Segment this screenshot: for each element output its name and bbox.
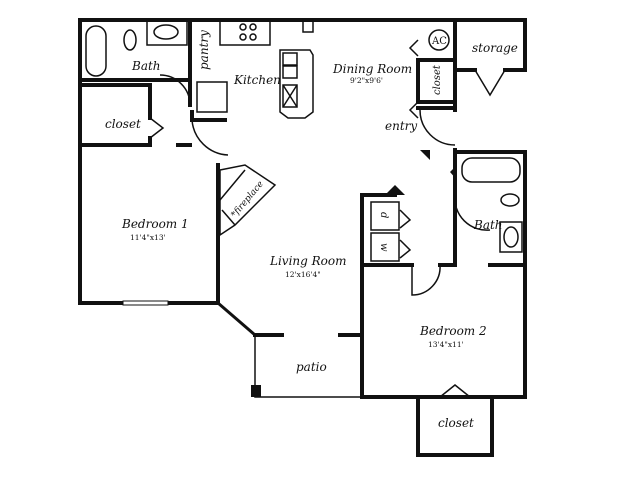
dryer-label: d (378, 212, 389, 218)
fixtures (85, 19, 523, 262)
dining-closet-label: closet (432, 64, 443, 95)
walls (78, 18, 527, 457)
patio-label: patio (296, 360, 327, 374)
living-room-size: 12'x16'4" (285, 270, 321, 279)
bedroom1-closet-label: closet (105, 117, 141, 131)
kitchen-label: Kitchen (233, 73, 281, 87)
bedroom1-label: Bedroom 1 (121, 217, 189, 231)
bath2-label: Bath (473, 218, 503, 232)
bedroom2-label: Bedroom 2 (419, 324, 487, 338)
storage-label: storage (472, 41, 518, 55)
ac-label: AC (431, 36, 447, 47)
bath1-label: Bath (131, 59, 161, 73)
bedroom1-size: 11'4"x13' (130, 233, 166, 242)
washer-label: w (378, 243, 389, 252)
entry-label: entry (385, 119, 417, 133)
bedroom2-closet-label: closet (438, 416, 474, 430)
living-room-label: Living Room (269, 254, 347, 268)
pantry-label: pantry (197, 30, 211, 70)
doors (149, 39, 491, 398)
dining-room-label: Dining Room (332, 62, 412, 76)
bedroom2-size: 13'4"x11' (428, 340, 464, 349)
dining-room-size: 9'2"x9'6' (350, 76, 383, 85)
